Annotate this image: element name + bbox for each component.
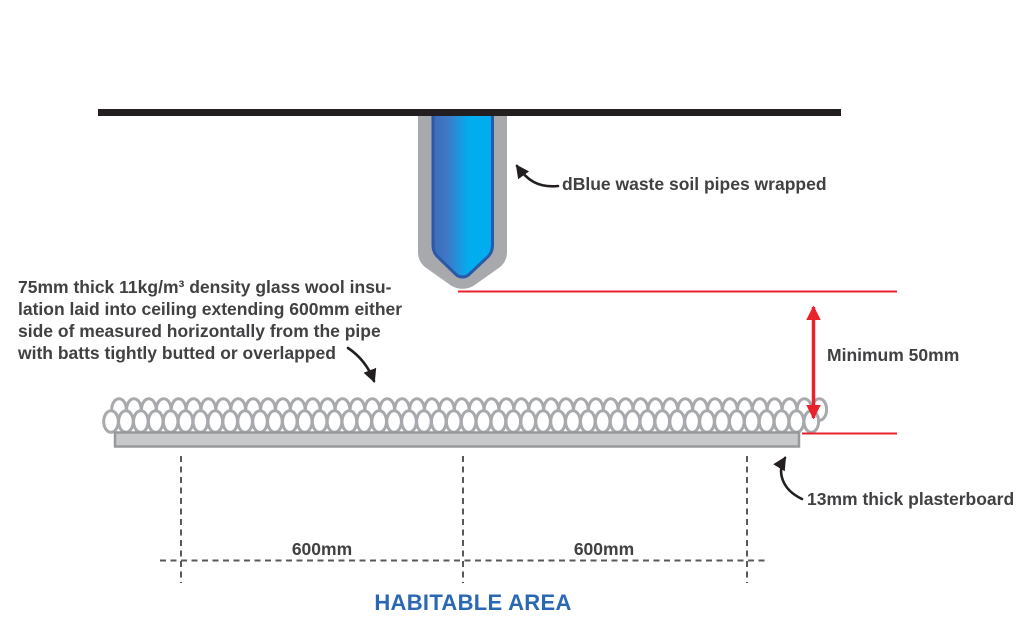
insulation-batt (489, 409, 508, 434)
insulation-batts (102, 397, 829, 434)
insulation-batt (698, 409, 716, 434)
insulation-batt (519, 409, 538, 434)
min-gap-label: Minimum 50mm (827, 345, 960, 365)
insulation-batt (281, 409, 299, 434)
insulation-batt (325, 409, 344, 434)
insulation-batt (608, 409, 627, 434)
insulation-batt (623, 409, 642, 434)
insulation-batt (802, 409, 821, 434)
insulation-batt (206, 409, 225, 434)
insulation-batt (102, 409, 120, 434)
insulation-batt (430, 409, 448, 434)
insulation-batt (474, 409, 493, 434)
insulation-batt (400, 409, 418, 434)
plasterboard-label: 13mm thick plasterboard (807, 489, 1015, 509)
insulation-batt (221, 409, 239, 434)
insulation-batt (772, 409, 791, 434)
insulation-note-line: lation laid into ceiling extending 600mm… (18, 299, 403, 319)
insulation-batt (176, 409, 195, 434)
insulation-batt (355, 409, 374, 434)
insulation-batt (757, 409, 776, 434)
insulation-batt (504, 409, 523, 434)
insulation-batt (191, 409, 210, 434)
insulation-batt (653, 409, 672, 434)
insulation-batt (593, 409, 612, 434)
insulation-batt (251, 409, 269, 434)
insulation-batt (340, 409, 359, 434)
insulation-batt (161, 409, 180, 434)
insulation-batt (668, 409, 687, 434)
insulation-note: 75mm thick 11kg/m³ density glass wool in… (18, 276, 402, 364)
insulation-batt (742, 409, 761, 434)
insulation-batt (310, 409, 329, 434)
insulation-batt (683, 409, 701, 434)
insulation-note-line: with batts tightly butted or overlapped (18, 343, 336, 363)
min-gap-dimension (458, 290, 897, 435)
insulation-batt (132, 409, 150, 434)
pipe-leader-arrow (515, 164, 560, 188)
dimension-label-right: 600mm (573, 539, 635, 559)
pipe-label: dBlue waste soil pipes wrapped (562, 174, 827, 194)
insulation-batt (549, 409, 567, 434)
insulation-batt (444, 409, 463, 434)
insulation-batt (295, 409, 314, 434)
insulation-batt (146, 409, 165, 434)
insulation-batt (534, 409, 552, 434)
insulation-batt (728, 409, 746, 434)
insulation-batt (370, 409, 389, 434)
insulation-batt (564, 409, 582, 434)
insulation-batt (117, 409, 135, 434)
pipe-body (431, 111, 494, 279)
leader-arrows (346, 164, 804, 501)
plasterboard (113, 431, 801, 448)
insulation-leader-arrow (346, 346, 377, 383)
wrapped-pipe (418, 111, 507, 289)
habitable-area-label: HABITABLE AREA (374, 590, 572, 615)
insulation-batt (638, 409, 657, 434)
insulation-batt (787, 409, 806, 434)
plasterboard-leader-arrow (773, 456, 804, 501)
dimension-label-left: 600mm (291, 539, 353, 559)
insulation-batt (266, 409, 284, 434)
insulation-batt (459, 409, 478, 434)
insulation-batt (236, 409, 254, 434)
insulation-batt (415, 409, 433, 434)
insulation-batt (385, 409, 403, 434)
insulation-note-line: 75mm thick 11kg/m³ density glass wool in… (18, 277, 392, 297)
extent-lines (160, 456, 766, 583)
insulation-batt (579, 409, 597, 434)
insulation-batt (713, 409, 731, 434)
insulation-note-line: side of measured horizontally from the p… (18, 321, 381, 341)
